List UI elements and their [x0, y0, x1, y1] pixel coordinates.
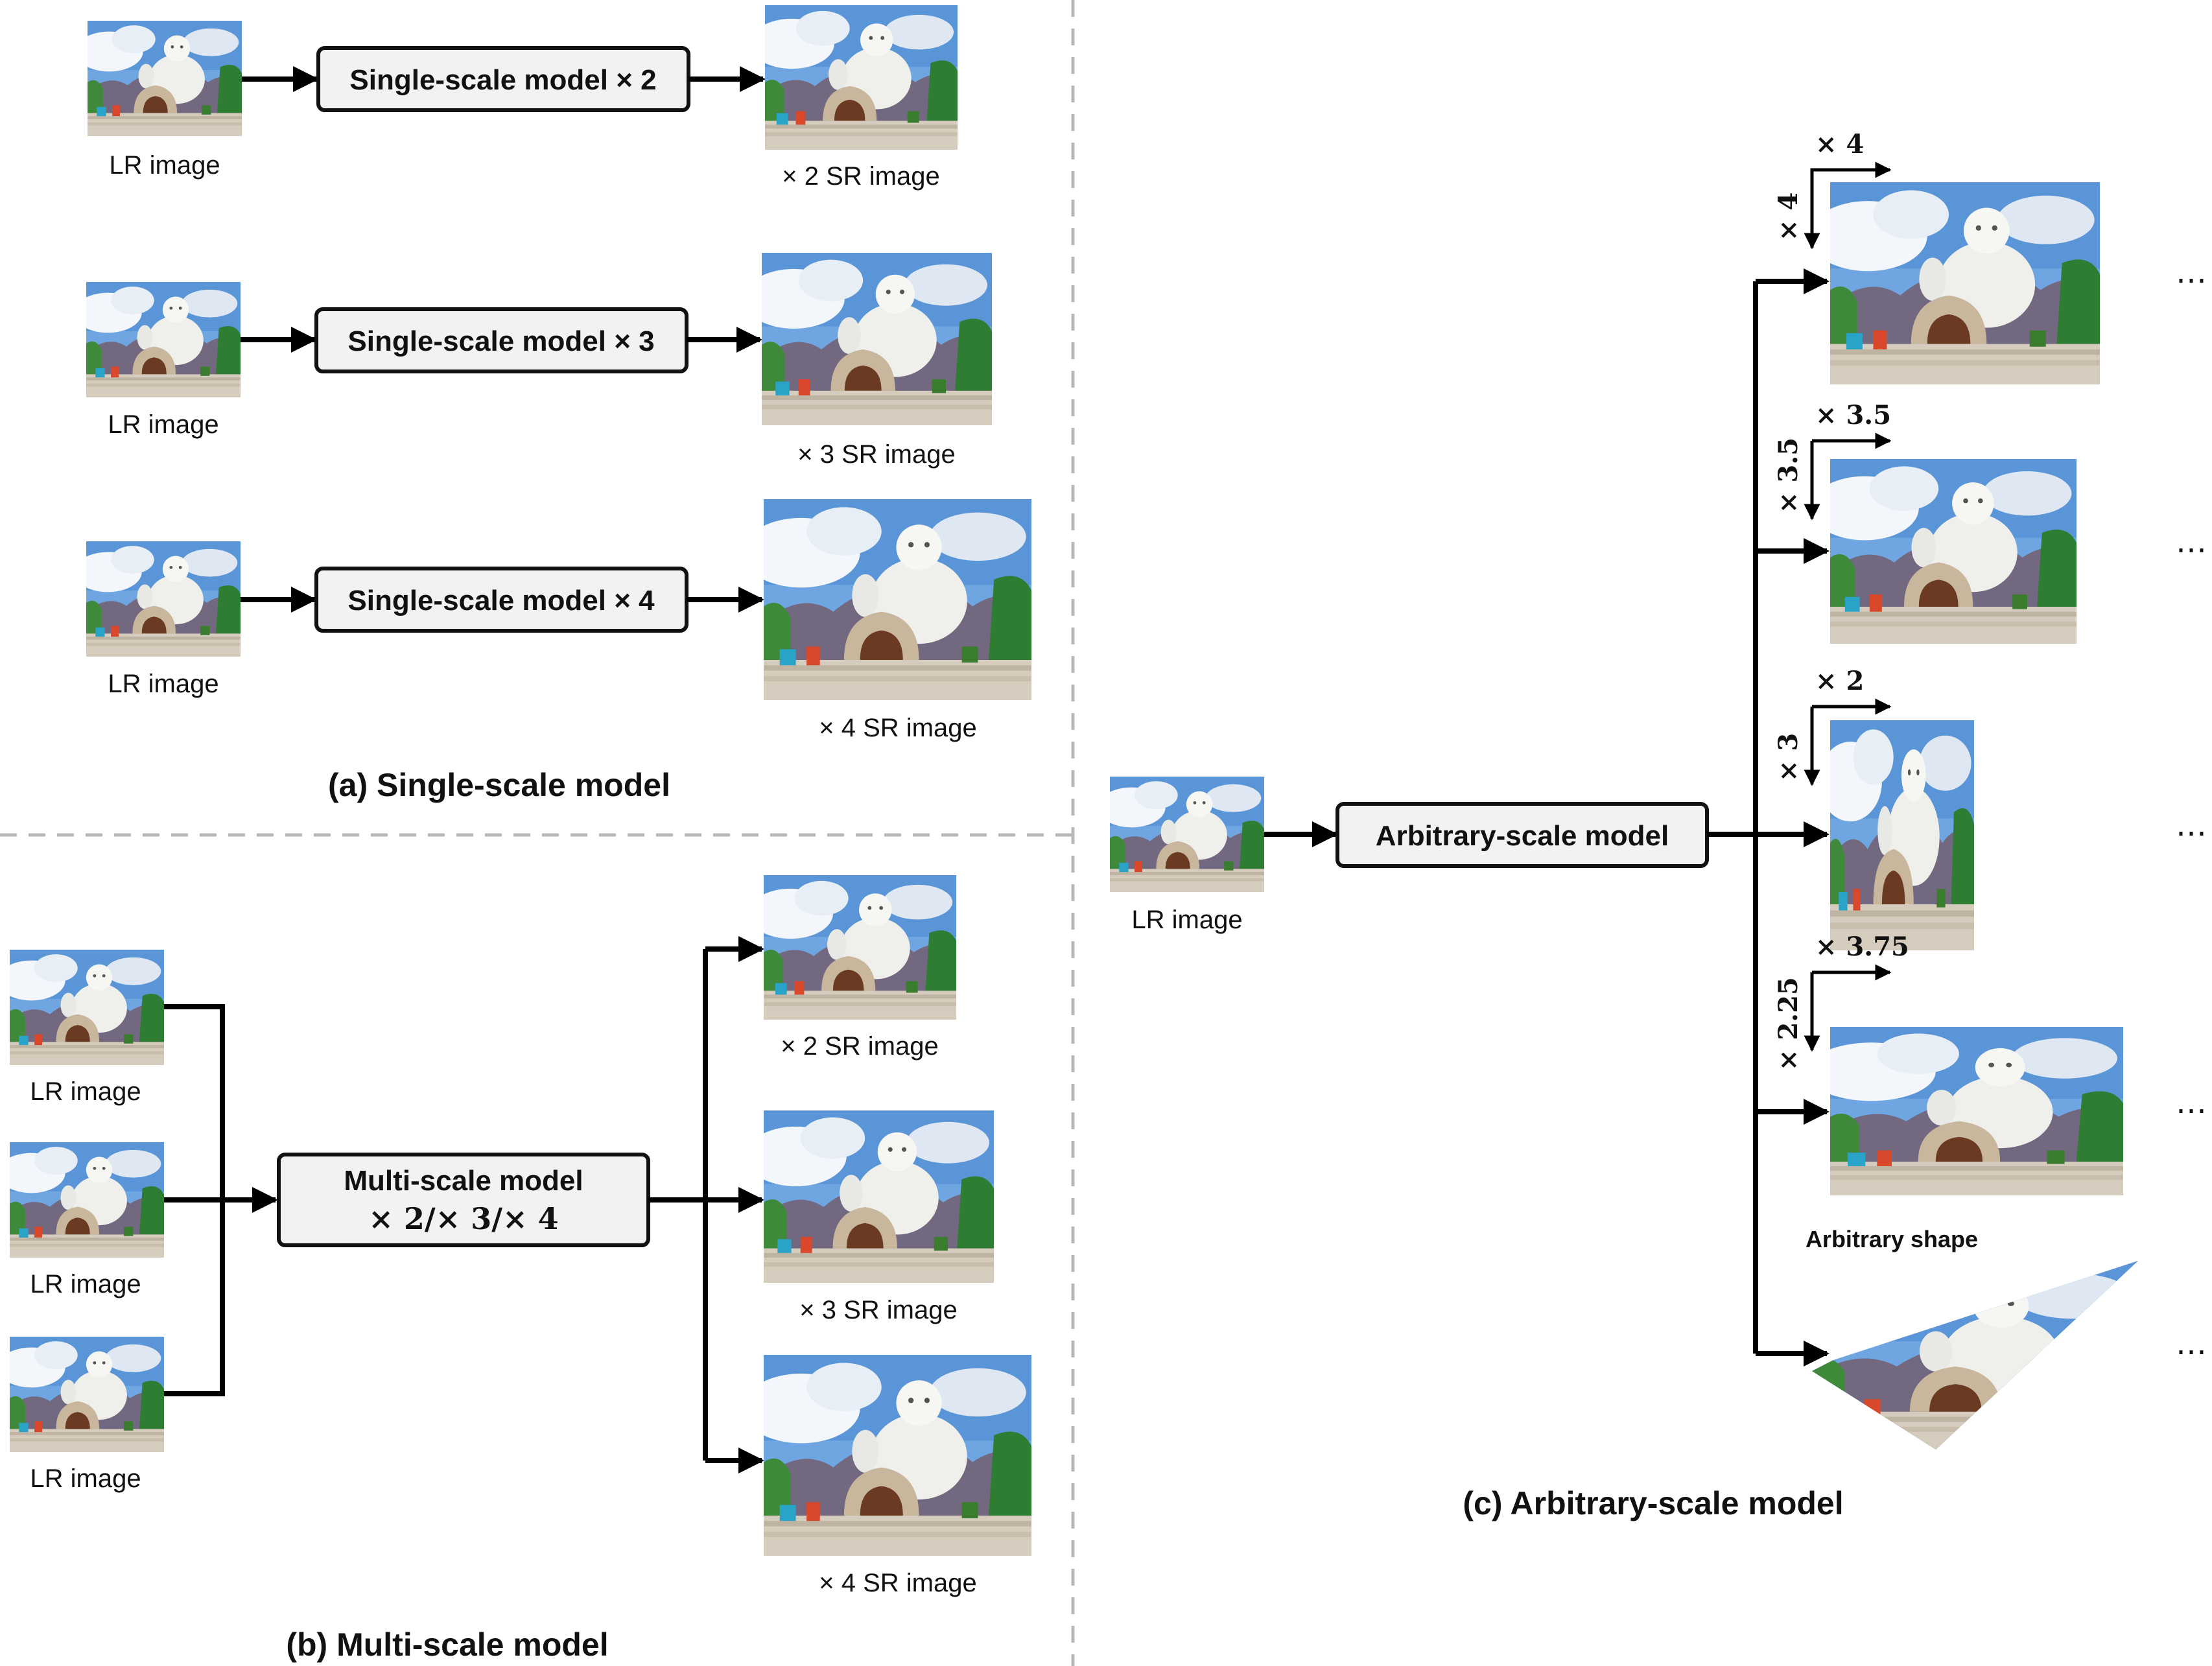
- sr-image-warped: [1812, 1261, 2138, 1449]
- arbitrary-shape-label: Arbitrary shape: [1806, 1226, 1978, 1252]
- panel-a-title: (a) Single-scale model: [328, 767, 670, 803]
- sr-image-thumbnail: [1830, 182, 2100, 384]
- horizontal-scale-label: × 4: [1815, 129, 1864, 159]
- horizontal-scale-label: × 3.5: [1815, 400, 1891, 430]
- lr-image-label: LR image: [109, 151, 220, 180]
- ellipsis: ⋯: [2176, 532, 2207, 568]
- output-arbitrary-shape: Arbitrary shape ⋯: [1806, 1226, 2207, 1449]
- sr-image-label: × 4 SR image: [819, 1569, 976, 1597]
- model-label-line1: Multi-scale model: [344, 1165, 583, 1197]
- row-scale-3: LR image Single-scale model × 3 × 3 SR i…: [86, 253, 992, 469]
- lr-image-thumbnail: [88, 21, 242, 136]
- sr-image-thumbnail: [1830, 459, 2077, 644]
- sr-image-thumbnail: [764, 499, 1031, 700]
- output-scale-3-5x3-5: × 3.5 × 3.5 ⋯: [1773, 400, 2207, 644]
- lr-image-label: LR image: [108, 410, 218, 439]
- lr-image-thumbnail: [10, 1337, 164, 1452]
- lr-image-label: LR image: [30, 1270, 141, 1298]
- ellipsis: ⋯: [2176, 262, 2207, 298]
- horizontal-scale-label: × 2: [1815, 666, 1864, 696]
- lr-image-thumbnail: [86, 282, 241, 397]
- sr-image-thumbnail: [765, 5, 958, 150]
- lr-image-label: LR image: [30, 1464, 141, 1493]
- sr-image-thumbnail: [762, 253, 992, 425]
- panel-a-single-scale: LR image Single-scale model × 2 × 2 SR i…: [86, 5, 1031, 803]
- sr-image-label: × 4 SR image: [819, 714, 976, 742]
- lr-image-thumbnail: [86, 541, 241, 657]
- model-label: Arbitrary-scale model: [1376, 820, 1669, 852]
- sr-image-thumbnail: [1830, 720, 1974, 950]
- model-label-line2: × 2/× 3/× 4: [368, 1201, 558, 1236]
- output-scale-3-75x2-25: × 3.75 × 2.25 ⋯: [1773, 932, 2207, 1195]
- model-label: Single-scale model × 2: [349, 64, 656, 96]
- sr-image-thumbnail: [1830, 1027, 2123, 1195]
- output-scale-4x4: × 4 × 4 ⋯: [1773, 129, 2207, 384]
- panel-c-title: (c) Arbitrary-scale model: [1463, 1485, 1843, 1521]
- sr-image-label: × 2 SR image: [782, 162, 939, 191]
- lr-image-thumbnail: [1110, 777, 1264, 892]
- lr-image-label: LR image: [30, 1077, 141, 1106]
- sr-image-label: × 3 SR image: [799, 1296, 957, 1324]
- lr-image-thumbnail: [10, 950, 164, 1065]
- sr-image-thumbnail: [764, 875, 956, 1020]
- sr-image-thumbnail: [764, 1110, 994, 1283]
- output-scale-2x3: × 2 × 3 ⋯: [1773, 666, 2207, 950]
- vertical-scale-label: × 3.5: [1773, 438, 1804, 513]
- row-scale-4: LR image Single-scale model × 4 × 4 SR i…: [86, 499, 1031, 742]
- panel-b-title: (b) Multi-scale model: [286, 1626, 608, 1663]
- vertical-scale-label: × 3: [1773, 733, 1804, 782]
- ellipsis: ⋯: [2176, 1092, 2207, 1129]
- sr-image-label: × 2 SR image: [781, 1032, 938, 1061]
- ellipsis: ⋯: [2176, 1333, 2207, 1370]
- sr-image-label: × 3 SR image: [797, 440, 955, 469]
- sr-image-thumbnail: [764, 1355, 1031, 1556]
- horizontal-scale-label: × 3.75: [1815, 932, 1909, 962]
- lr-image-thumbnail: [10, 1142, 164, 1258]
- lr-image-label: LR image: [1131, 906, 1242, 934]
- model-label: Single-scale model × 3: [347, 325, 654, 357]
- model-label: Single-scale model × 4: [347, 585, 655, 616]
- panel-c-arbitrary-scale: LR image Arbitrary-scale model × 4 × 4 ⋯…: [1110, 129, 2207, 1521]
- row-scale-2: LR image Single-scale model × 2 × 2 SR i…: [88, 5, 958, 191]
- panel-b-multi-scale: LR image LR image LR image Multi-scale m…: [10, 875, 1031, 1663]
- lr-image-label: LR image: [108, 670, 218, 698]
- vertical-scale-label: × 4: [1773, 193, 1804, 241]
- vertical-scale-label: × 2.25: [1773, 977, 1804, 1071]
- ellipsis: ⋯: [2176, 815, 2207, 851]
